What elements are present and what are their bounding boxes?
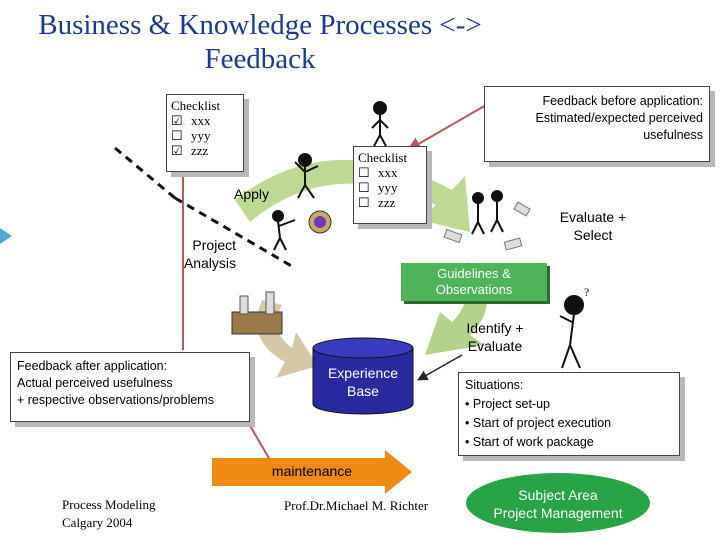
page-title: Business & Knowledge Processes <-> Feedb… [38,9,482,75]
situations-box: Situations: Project set-up Start of proj… [458,372,680,456]
project-analysis-label: Project Analysis [183,237,236,271]
checklist-card-right: Checklist ☐xxx ☐yyy ☐zzz [353,146,427,224]
dashed-line-2 [174,196,296,270]
checkbox-unchecked: ☐ [358,195,370,210]
question-mark: ? [584,285,589,299]
checkbox-checked: ☑ [171,143,183,158]
evaluate-select-label: Evaluate + Select [559,209,627,243]
feedback-after-box: Feedback after application: Actual perce… [10,352,250,422]
situations-heading: Situations: [465,378,524,392]
maintenance-label: maintenance [271,463,353,479]
checkbox-unchecked: ☐ [358,180,370,195]
paper-icon [513,201,531,217]
list-item: Project set-up [465,395,673,414]
experience-base-cylinder [312,337,414,415]
identify-evaluate-label: Identify + Evaluate [466,320,524,354]
feedback-before-box: Feedback before application: Estimated/e… [484,86,710,162]
checklist-heading: Checklist [358,150,408,165]
subject-area-ellipse [466,473,650,533]
identify-arrow [417,354,463,381]
checklist-card-left: Checklist ☑xxx ☐yyy ☑zzz [166,94,244,172]
paper-icon [503,237,523,251]
paper-icon [443,228,463,244]
checkbox-checked: ☑ [171,113,183,128]
experience-base-label: Experience Base [327,365,399,399]
guidelines-observations-box: Guidelines & Observations [401,263,547,301]
checklist-item: ☐xxx [358,165,398,180]
people-figures [272,101,584,369]
checklist-item: ☐zzz [358,195,396,210]
checklist-item: ☐yyy [358,180,398,195]
footer-center: Prof.Dr.Michael M. Richter [284,498,429,513]
checkbox-unchecked: ☐ [171,128,183,143]
checklist-heading: Checklist [171,98,221,113]
subject-area-label: Subject Area Project Management [493,487,623,521]
list-item: Start of work package [465,433,673,452]
footer-left: Process Modeling Calgary 2004 [62,497,156,530]
checklist-item: ☐yyy [171,128,211,143]
maintenance-arrow [212,450,412,494]
desk-figure [231,291,283,335]
checklist-item: ☑xxx [171,113,211,128]
list-item: Start of project execution [465,414,673,433]
checklist-item: ☑zzz [171,143,209,158]
checkbox-unchecked: ☐ [358,165,370,180]
apply-label: Apply [234,186,270,202]
nav-triangle [0,228,12,244]
target-icon [308,210,332,234]
